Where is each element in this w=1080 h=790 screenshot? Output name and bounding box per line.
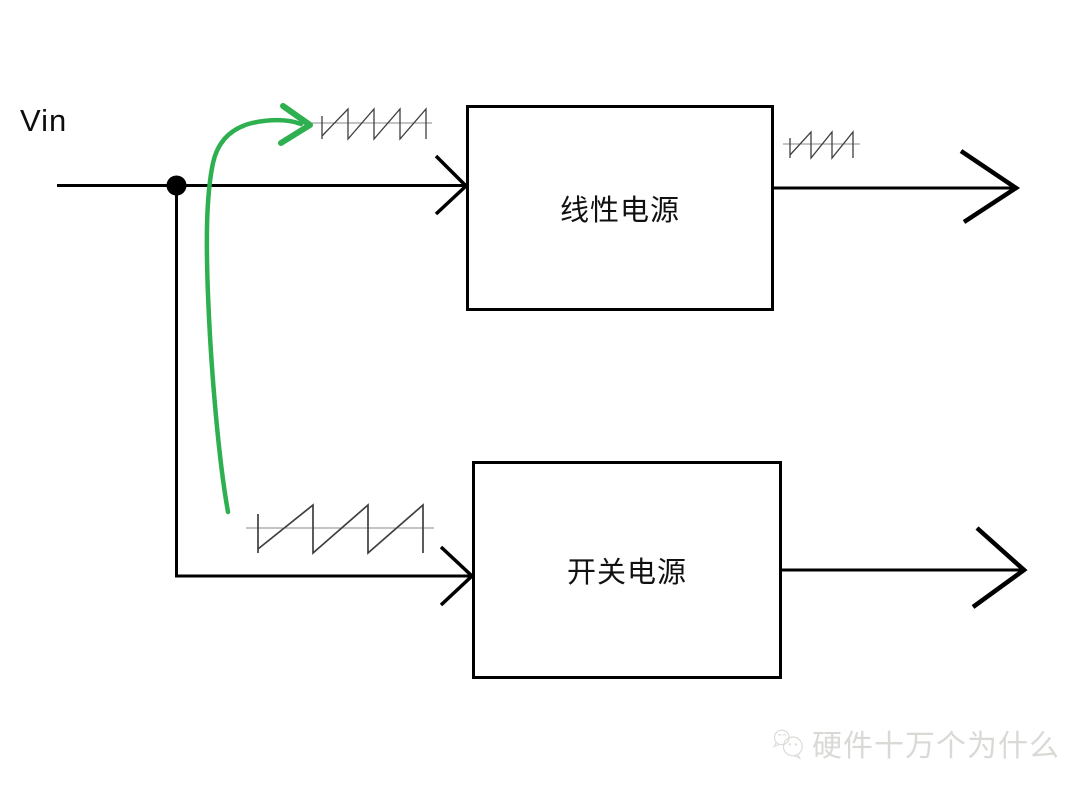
node-linear-power-label: 线性电源 [559, 195, 680, 227]
chat-bubbles-logo-icon [772, 729, 803, 760]
arrowhead-linear-output-icon [959, 149, 1021, 224]
node-switching-power: 开关电源 [472, 461, 782, 679]
input-voltage-label: Vin [20, 103, 68, 138]
arrowhead-switching-output-icon [971, 526, 1028, 609]
watermark-text: 硬件十万个为什么 [812, 730, 1060, 763]
sawtooth-waveform-linear-output-icon [783, 130, 860, 160]
node-linear-power: 线性电源 [466, 105, 774, 311]
watermark: 硬件十万个为什么 [770, 718, 1060, 768]
sawtooth-waveform-input-annotation-icon [312, 107, 432, 141]
node-switching-power-label: 开关电源 [566, 557, 687, 589]
green-curved-arrow-icon [204, 103, 313, 515]
sawtooth-waveform-switching-input-icon [246, 503, 434, 555]
